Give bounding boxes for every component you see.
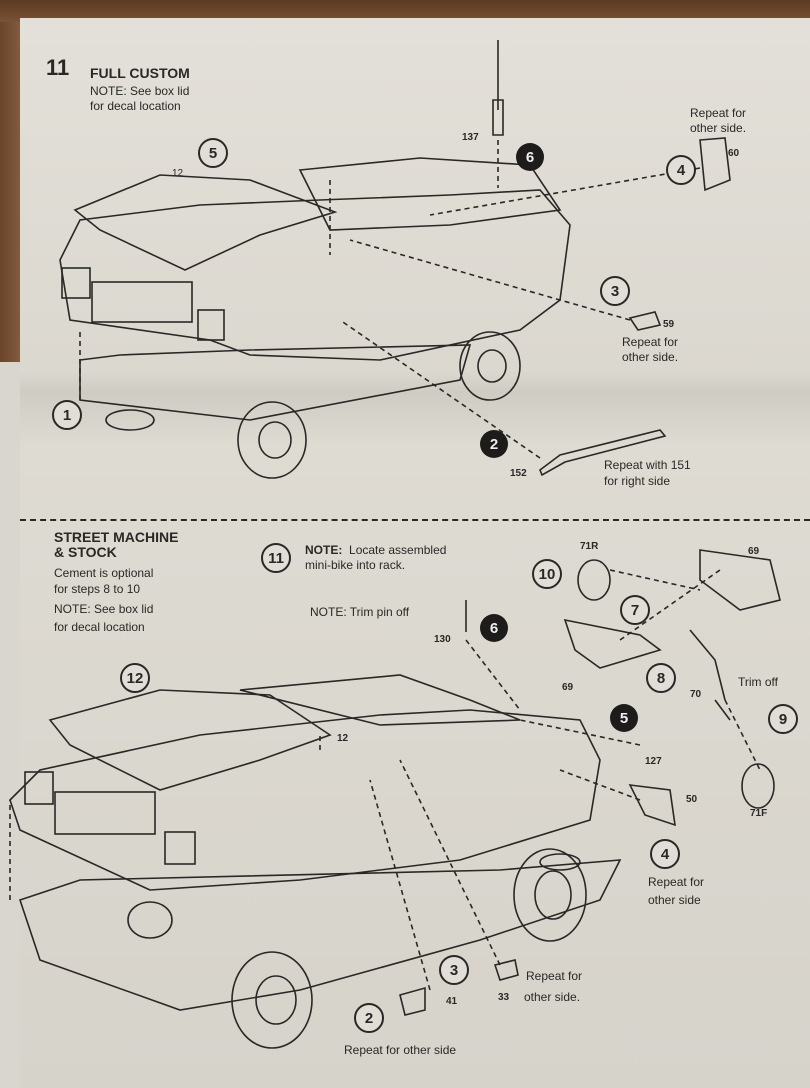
- callout-9: 9: [768, 704, 798, 734]
- repeat-note: Repeat for: [526, 969, 583, 983]
- decal-note: NOTE: See box lid: [90, 84, 190, 98]
- part-number: 33: [498, 992, 510, 1003]
- trim-off-note: Trim off: [738, 675, 779, 689]
- wood-table-background: [0, 0, 810, 22]
- callout-5-filled: 5: [610, 704, 638, 732]
- callout-12: 12: [120, 663, 150, 693]
- street-machine-car-drawing: [9, 549, 781, 1049]
- callout-5: 5: [198, 138, 228, 168]
- part-number: 130: [434, 634, 451, 645]
- repeat-note: Repeat for other side: [344, 1043, 457, 1057]
- repeat-note: other side: [648, 893, 701, 907]
- section-title: & STOCK: [54, 544, 117, 560]
- callout-10: 10: [532, 559, 562, 589]
- repeat-note: other side.: [622, 350, 679, 364]
- cement-note: for steps 8 to 10: [54, 582, 141, 596]
- part-number: 50: [686, 794, 698, 805]
- decal-note: for decal location: [54, 620, 145, 634]
- callout-1: 1: [52, 400, 82, 430]
- decal-note: for decal location: [90, 99, 181, 113]
- section-title: STREET MACHINE: [54, 529, 179, 545]
- minibike-note: mini-bike into rack.: [305, 558, 406, 572]
- part-number: 152: [510, 468, 527, 479]
- part-number: 71F: [750, 808, 768, 819]
- part-number: 70: [690, 689, 702, 700]
- part-number: 12: [172, 168, 184, 179]
- part-number: 12: [337, 733, 349, 744]
- callout-2-filled: 2: [480, 430, 508, 458]
- repeat-note: Repeat for: [622, 335, 679, 349]
- callout-3: 3: [600, 276, 630, 306]
- part-number: 69: [562, 682, 574, 693]
- repeat-note: Repeat with 151: [604, 458, 691, 472]
- minibike-note: Locate assembled: [349, 543, 447, 557]
- mini-bike-drawing: [563, 549, 781, 809]
- callout-2: 2: [354, 1003, 384, 1033]
- part-number: 69: [748, 546, 760, 557]
- part-number: 59: [663, 319, 675, 330]
- repeat-note: Repeat for: [690, 106, 747, 120]
- section-divider: [20, 519, 810, 521]
- callout-6-filled: 6: [516, 143, 544, 171]
- callout-4: 4: [666, 155, 696, 185]
- decal-note: NOTE: See box lid: [54, 602, 154, 616]
- step-number: 11: [46, 55, 70, 80]
- callout-3: 3: [439, 955, 469, 985]
- part-number: 137: [462, 132, 479, 143]
- part-number: 41: [446, 996, 458, 1007]
- cement-note: Cement is optional: [54, 566, 154, 580]
- full-custom-car-drawing: [59, 40, 731, 479]
- part-number: 71R: [580, 541, 599, 552]
- callout-4: 4: [650, 839, 680, 869]
- callout-6-filled: 6: [480, 614, 508, 642]
- part-number: 127: [645, 756, 662, 767]
- section-title: FULL CUSTOM: [90, 65, 190, 81]
- trim-pin-note: NOTE: Trim pin off: [310, 605, 410, 619]
- repeat-note: for right side: [604, 474, 671, 488]
- callout-11: 11: [261, 543, 291, 573]
- note-label: NOTE:: [305, 543, 343, 557]
- repeat-note: other side.: [524, 990, 581, 1004]
- repeat-note: Repeat for: [648, 875, 705, 889]
- repeat-note: other side.: [690, 121, 747, 135]
- callout-7: 7: [620, 595, 650, 625]
- callout-8: 8: [646, 663, 676, 693]
- part-number: 60: [728, 148, 740, 159]
